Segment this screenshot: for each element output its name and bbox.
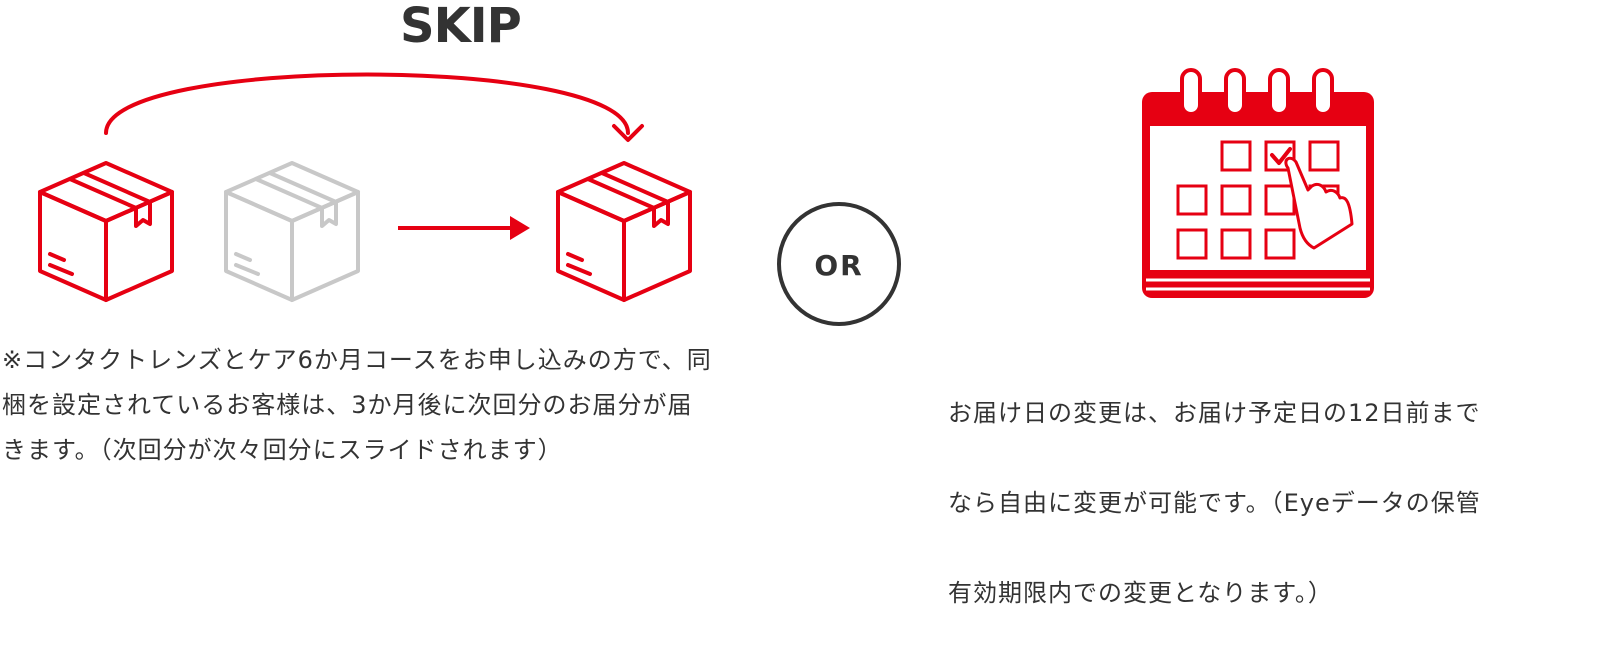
date-change-line: なら自由に変更が可能です。（Eyeデータの保管 (948, 489, 1481, 517)
date-change-line: お届け日の変更は、お届け予定日の12日前まで (948, 399, 1481, 427)
box-icon (556, 161, 692, 302)
box-icon (38, 161, 174, 302)
skip-description: ※コンタクトレンズとケア6か月コースをお申し込みの方で、同梱を設定されているお客… (2, 346, 712, 464)
date-change-line: 有効期限内での変更となります。） (948, 579, 1333, 607)
or-circle (777, 202, 901, 326)
skip-curve-arrow-icon (104, 72, 644, 142)
hand-pointer-icon (1284, 156, 1354, 250)
calendar-icon (1142, 68, 1374, 298)
box-icon-skipped (224, 161, 360, 302)
checkmark-icon (1270, 147, 1292, 165)
skip-label: SKIP (400, 0, 522, 54)
date-change-description: お届け日の変更は、お届け予定日の12日前まで なら自由に変更が可能です。（Eye… (948, 346, 1608, 661)
illustration (38, 68, 1374, 326)
arrow-right-icon (398, 216, 530, 240)
or-label: OR (814, 249, 864, 282)
